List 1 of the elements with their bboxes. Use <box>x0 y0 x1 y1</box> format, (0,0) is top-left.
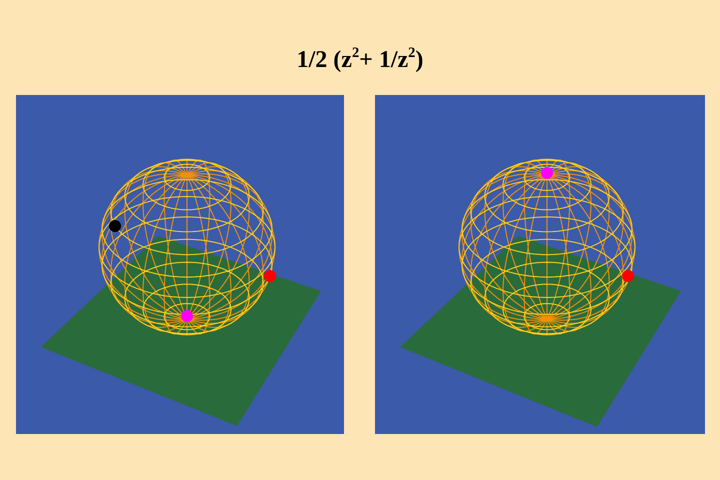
formula-title: 1/2 (z$^{2}$+ 1/z$^{2}$) <box>296 44 424 75</box>
